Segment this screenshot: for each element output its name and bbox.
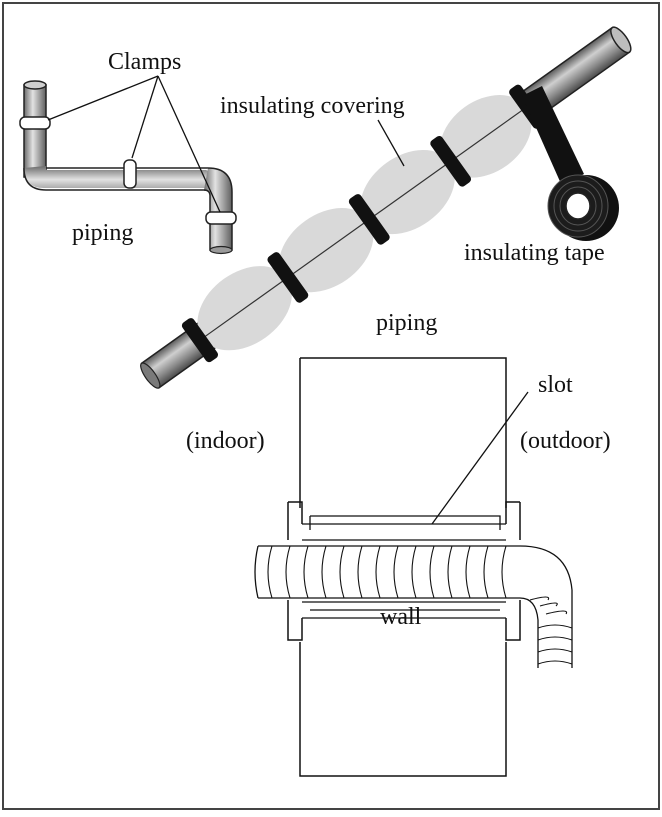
clamp-left <box>19 116 51 130</box>
label-clamps: Clamps <box>108 49 181 75</box>
corrugated-pipe <box>254 545 573 668</box>
label-outdoor: (outdoor) <box>520 428 611 454</box>
clamp-right <box>205 211 237 225</box>
small-piping-illustration <box>19 75 237 255</box>
label-insulating-covering: insulating covering <box>220 93 405 119</box>
label-wall: wall <box>380 604 422 630</box>
label-insulating-tape: insulating tape <box>464 240 605 266</box>
sleeve-lower <box>302 601 506 619</box>
leader-clamp-left <box>47 75 159 121</box>
leader-clamp-middle <box>131 75 159 159</box>
leader-insulating-covering <box>377 119 405 167</box>
tape-band <box>267 252 309 303</box>
sleeve-flange-left <box>287 501 303 641</box>
clamp-middle <box>123 159 137 189</box>
label-piping-main: piping <box>376 310 437 336</box>
tape-band <box>181 318 218 363</box>
small-pipe-vertical <box>23 84 47 178</box>
tape-band <box>430 136 472 187</box>
label-piping-small: piping <box>72 220 133 246</box>
tape-roll <box>547 174 619 241</box>
label-indoor: (indoor) <box>186 428 265 454</box>
leader-slot <box>431 391 529 525</box>
tape-band <box>348 194 390 245</box>
wall-section-illustration <box>254 357 573 777</box>
main-pipe-end <box>610 26 632 54</box>
label-slot: slot <box>538 372 573 398</box>
leader-clamp-right <box>157 75 221 213</box>
insulated-pipe-illustration <box>140 26 632 389</box>
tape-strip <box>522 86 584 186</box>
small-pipe-end-top <box>23 80 47 90</box>
sleeve-upper <box>302 515 506 541</box>
sleeve-flange-right <box>505 501 521 641</box>
wall-outline <box>299 357 507 777</box>
